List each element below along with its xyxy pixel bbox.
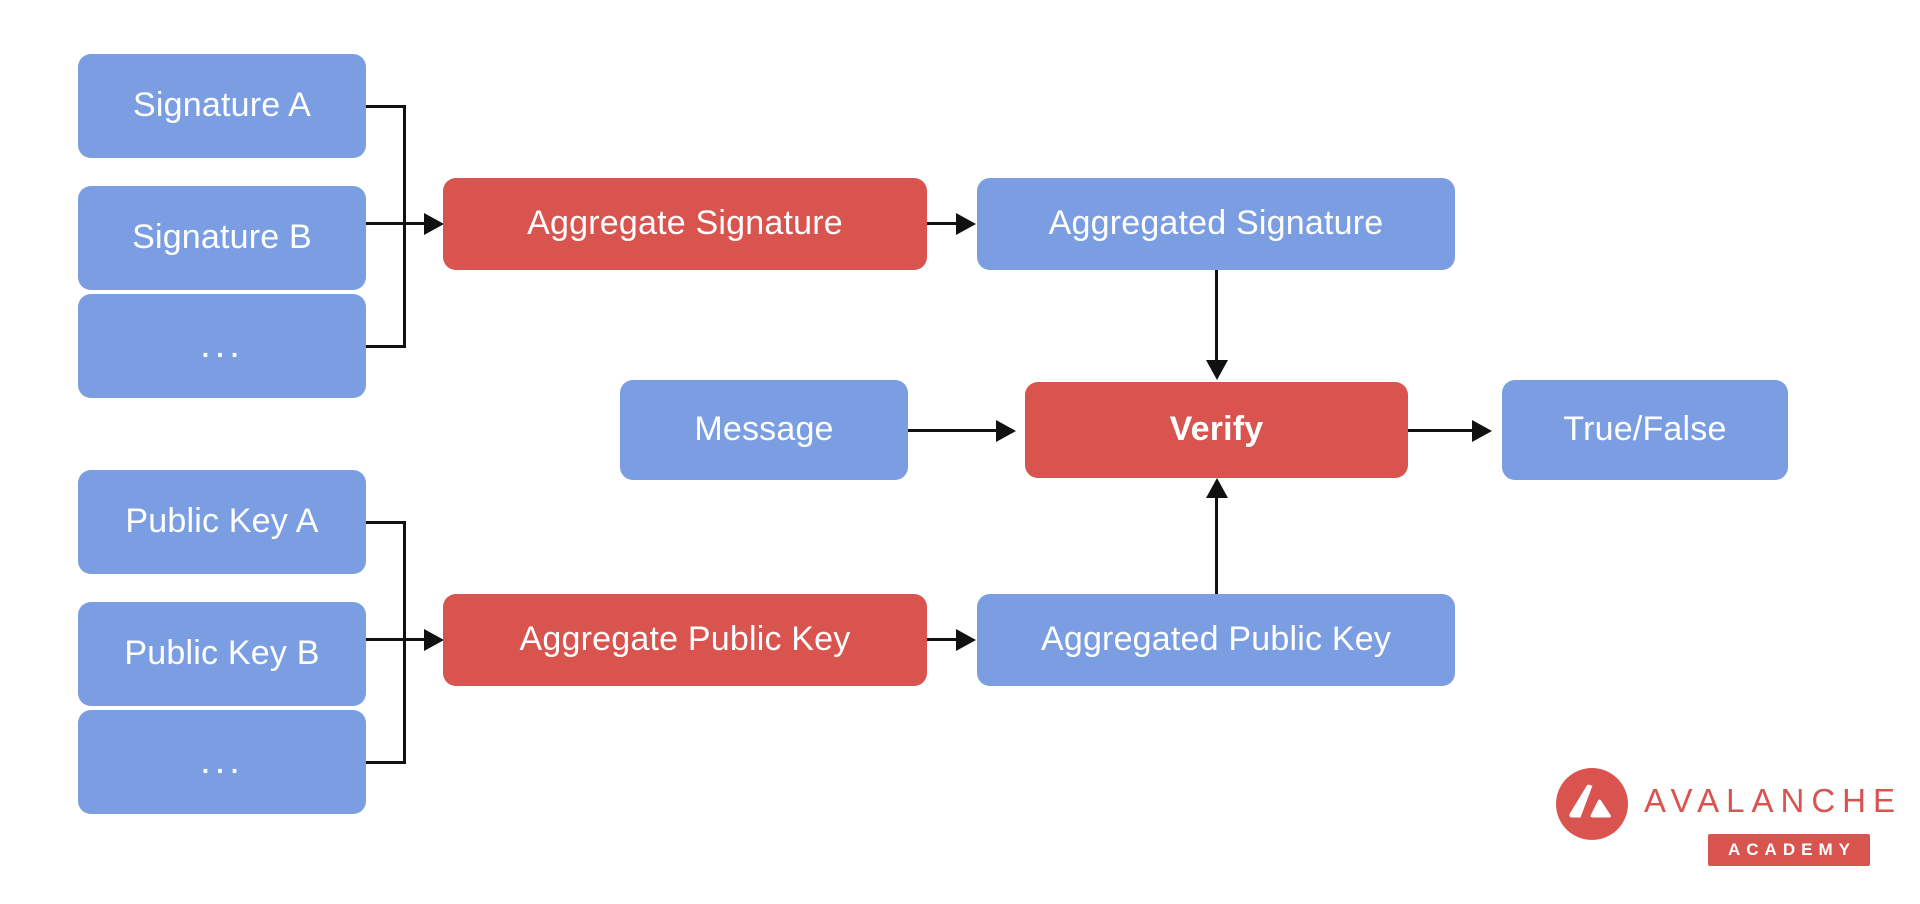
node-true-false: True/False (1502, 380, 1788, 480)
arrowhead-message-to-verify (996, 420, 1016, 442)
academy-badge: ACADEMY (1708, 834, 1870, 866)
node-aggregate-signature: Aggregate Signature (443, 178, 927, 270)
edge-public-key-to-aggregate (366, 638, 426, 641)
avalanche-logo-icon (1556, 768, 1628, 840)
arrowhead-aggregated-public-key-to-verify (1206, 478, 1228, 498)
edge-signature-a-stub (366, 105, 406, 108)
avalanche-academy-logo: AVALANCHE ACADEMY (1556, 766, 1895, 878)
arrowhead-public-key-to-aggregate (424, 629, 444, 651)
node-aggregated-public-key: Aggregated Public Key (977, 594, 1455, 686)
node-message: Message (620, 380, 908, 480)
node-verify: Verify (1025, 382, 1408, 478)
arrowhead-verify-to-result (1472, 420, 1492, 442)
arrowhead-aggregated-signature-to-verify (1206, 360, 1228, 380)
node-public-key-more: ... (78, 710, 366, 814)
avalanche-wordmark: AVALANCHE (1644, 782, 1903, 819)
node-signature-a: Signature A (78, 54, 366, 158)
edge-aggregate-to-aggregated-signature (927, 222, 959, 225)
node-public-key-a: Public Key A (78, 470, 366, 574)
edge-signature-bus (403, 105, 406, 348)
arrowhead-signature-to-aggregate (424, 213, 444, 235)
edge-verify-to-result (1408, 429, 1474, 432)
node-public-key-b: Public Key B (78, 602, 366, 706)
node-signature-b: Signature B (78, 186, 366, 290)
edge-signature-more-stub (366, 345, 406, 348)
arrowhead-aggregate-to-aggregated-public-key (956, 629, 976, 651)
node-aggregated-signature: Aggregated Signature (977, 178, 1455, 270)
edge-public-key-bus (403, 521, 406, 764)
node-aggregate-public-key: Aggregate Public Key (443, 594, 927, 686)
edge-aggregated-public-key-to-verify (1215, 498, 1218, 594)
node-signature-more: ... (78, 294, 366, 398)
edge-signature-to-aggregate (366, 222, 426, 225)
edge-public-key-a-stub (366, 521, 406, 524)
edge-aggregate-to-aggregated-public-key (927, 638, 959, 641)
edge-aggregated-signature-to-verify (1215, 270, 1218, 362)
edge-public-key-more-stub (366, 761, 406, 764)
edge-message-to-verify (908, 429, 998, 432)
arrowhead-aggregate-to-aggregated-signature (956, 213, 976, 235)
